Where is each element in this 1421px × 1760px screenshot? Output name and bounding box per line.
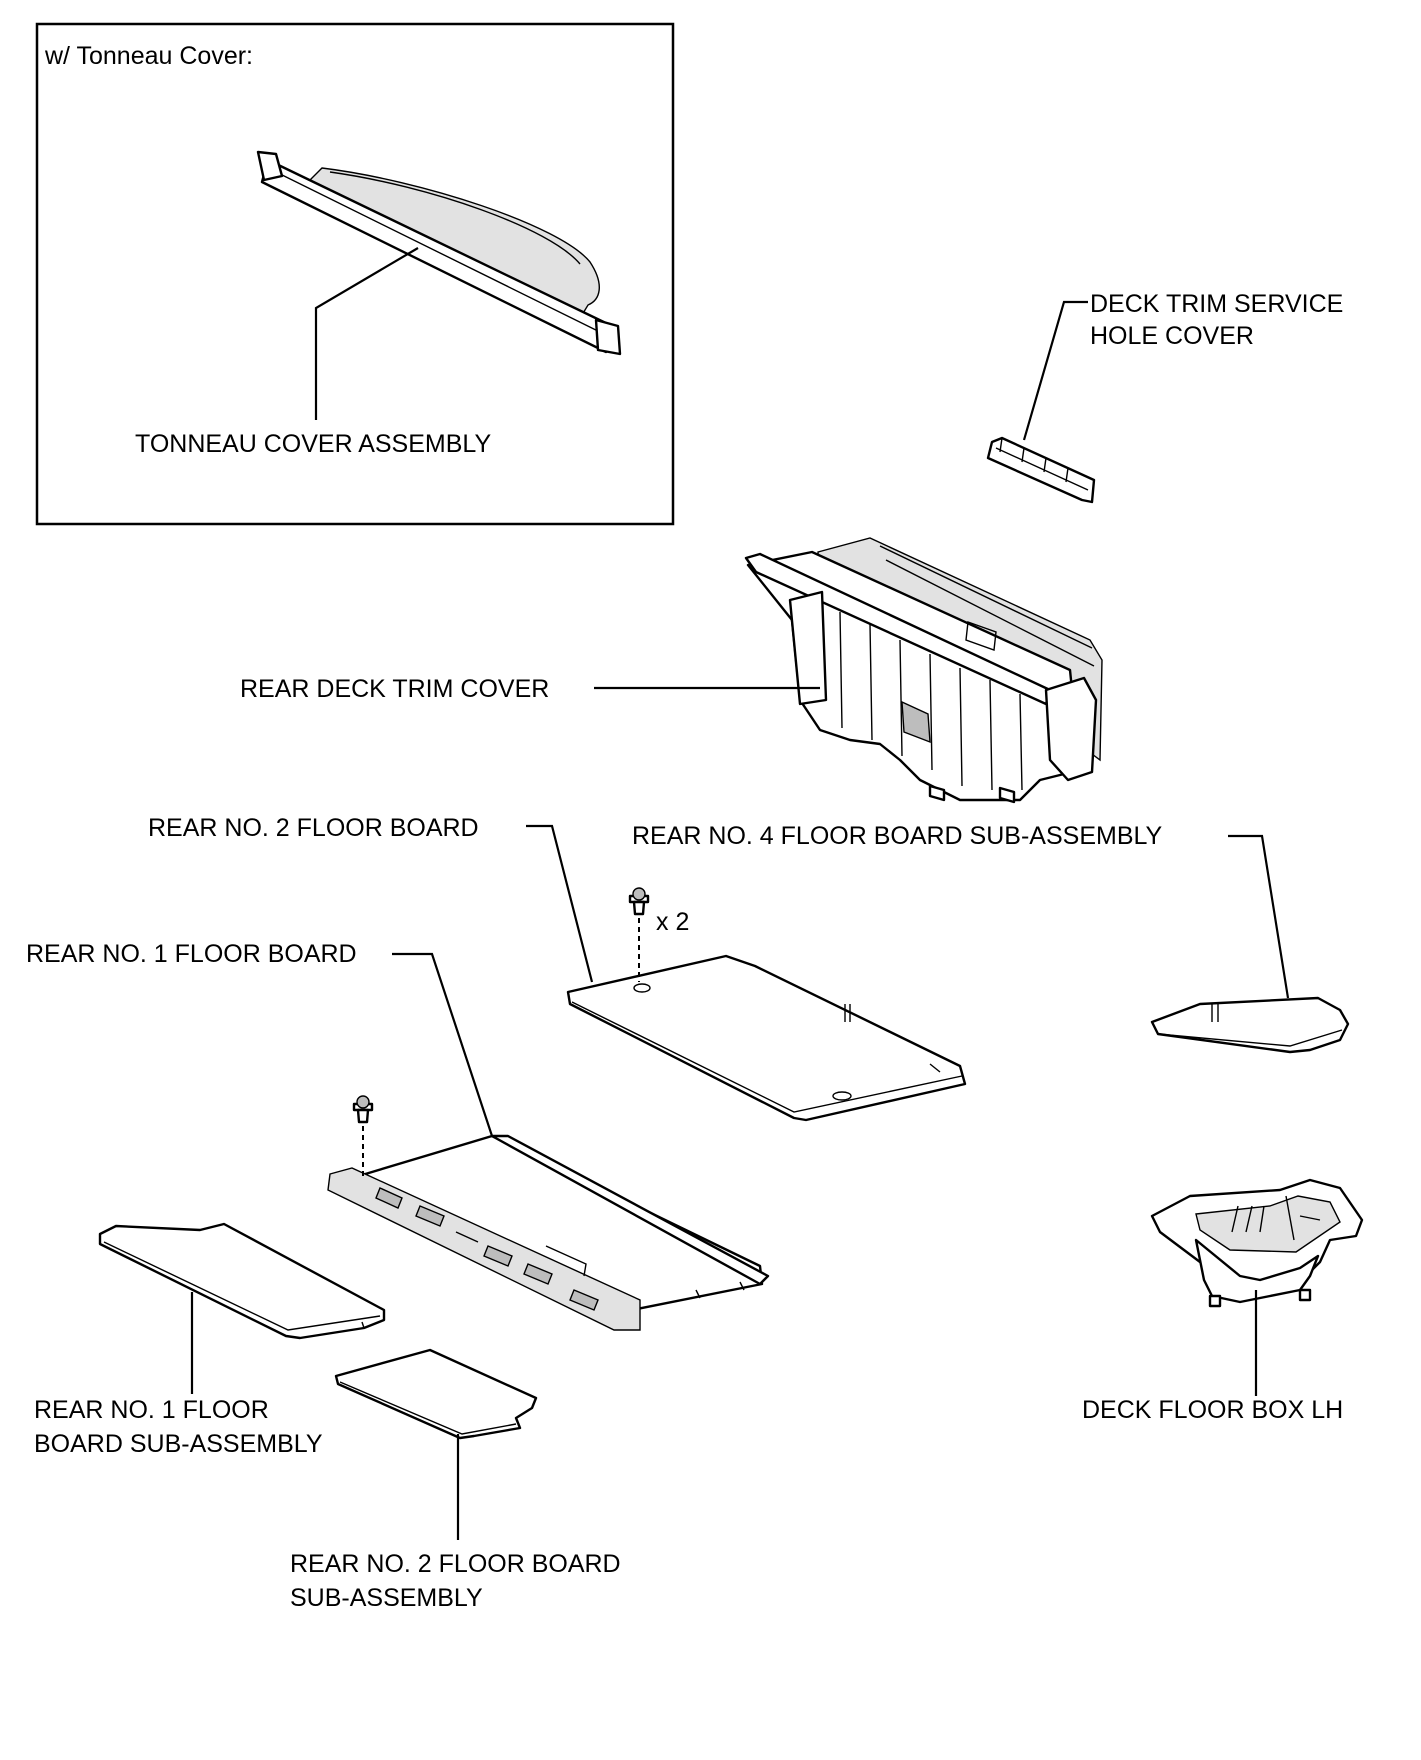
leader-rear-no4-floor-board <box>1228 834 1290 999</box>
rear-no2-floor-board-sub-assembly-drawing <box>334 1348 538 1440</box>
label-rear-deck-trim-cover: REAR DECK TRIM COVER <box>240 675 549 703</box>
deck-floor-box-lh-drawing <box>1150 1178 1364 1308</box>
rear-no1-floor-board-drawing <box>327 1134 770 1331</box>
leader-deck-trim-service-hole-cover <box>1022 300 1088 441</box>
label-rear-no2-floor-board: REAR NO. 2 FLOOR BOARD <box>148 814 479 842</box>
tonneau-inset: w/ Tonneau Cover: TONNEAU COVER ASSEMBLY <box>35 22 675 526</box>
label-rear-no1-sub-line1: REAR NO. 1 FLOOR <box>34 1396 269 1424</box>
clip-fastener-lower <box>352 1095 374 1124</box>
leader-tonneau <box>314 247 419 420</box>
label-tonneau-cover-assembly: TONNEAU COVER ASSEMBLY <box>135 430 491 458</box>
rear-no4-floor-board-drawing <box>1150 996 1350 1054</box>
label-deck-trim-service-line1: DECK TRIM SERVICE <box>1090 290 1343 318</box>
leader-rear-no1-floor-board <box>392 952 494 1137</box>
tonneau-cover-assembly-drawing <box>256 150 622 356</box>
label-rear-no1-floor-board: REAR NO. 1 FLOOR BOARD <box>26 940 357 968</box>
label-fastener-qty: x 2 <box>656 908 689 936</box>
clip-fastener-upper <box>628 887 650 916</box>
label-deck-trim-service-line2: HOLE COVER <box>1090 322 1254 350</box>
label-rear-no4-floor-board-sub-assembly: REAR NO. 4 FLOOR BOARD SUB-ASSEMBLY <box>632 822 1163 850</box>
deck-trim-service-hole-cover-drawing <box>986 436 1096 504</box>
inset-frame <box>35 22 675 526</box>
label-rear-no2-sub-line2: SUB-ASSEMBLY <box>290 1584 483 1612</box>
label-rear-no2-sub-line1: REAR NO. 2 FLOOR BOARD <box>290 1550 621 1578</box>
label-deck-floor-box-lh: DECK FLOOR BOX LH <box>1082 1396 1343 1424</box>
label-rear-no1-sub-line2: BOARD SUB-ASSEMBLY <box>34 1430 323 1458</box>
leader-rear-no2-floor-board <box>526 824 594 983</box>
inset-heading: w/ Tonneau Cover: <box>44 42 253 70</box>
rear-deck-trim-cover-drawing <box>744 537 1103 804</box>
rear-no1-floor-board-sub-assembly-drawing <box>98 1222 386 1340</box>
rear-no2-floor-board-drawing <box>566 954 967 1122</box>
